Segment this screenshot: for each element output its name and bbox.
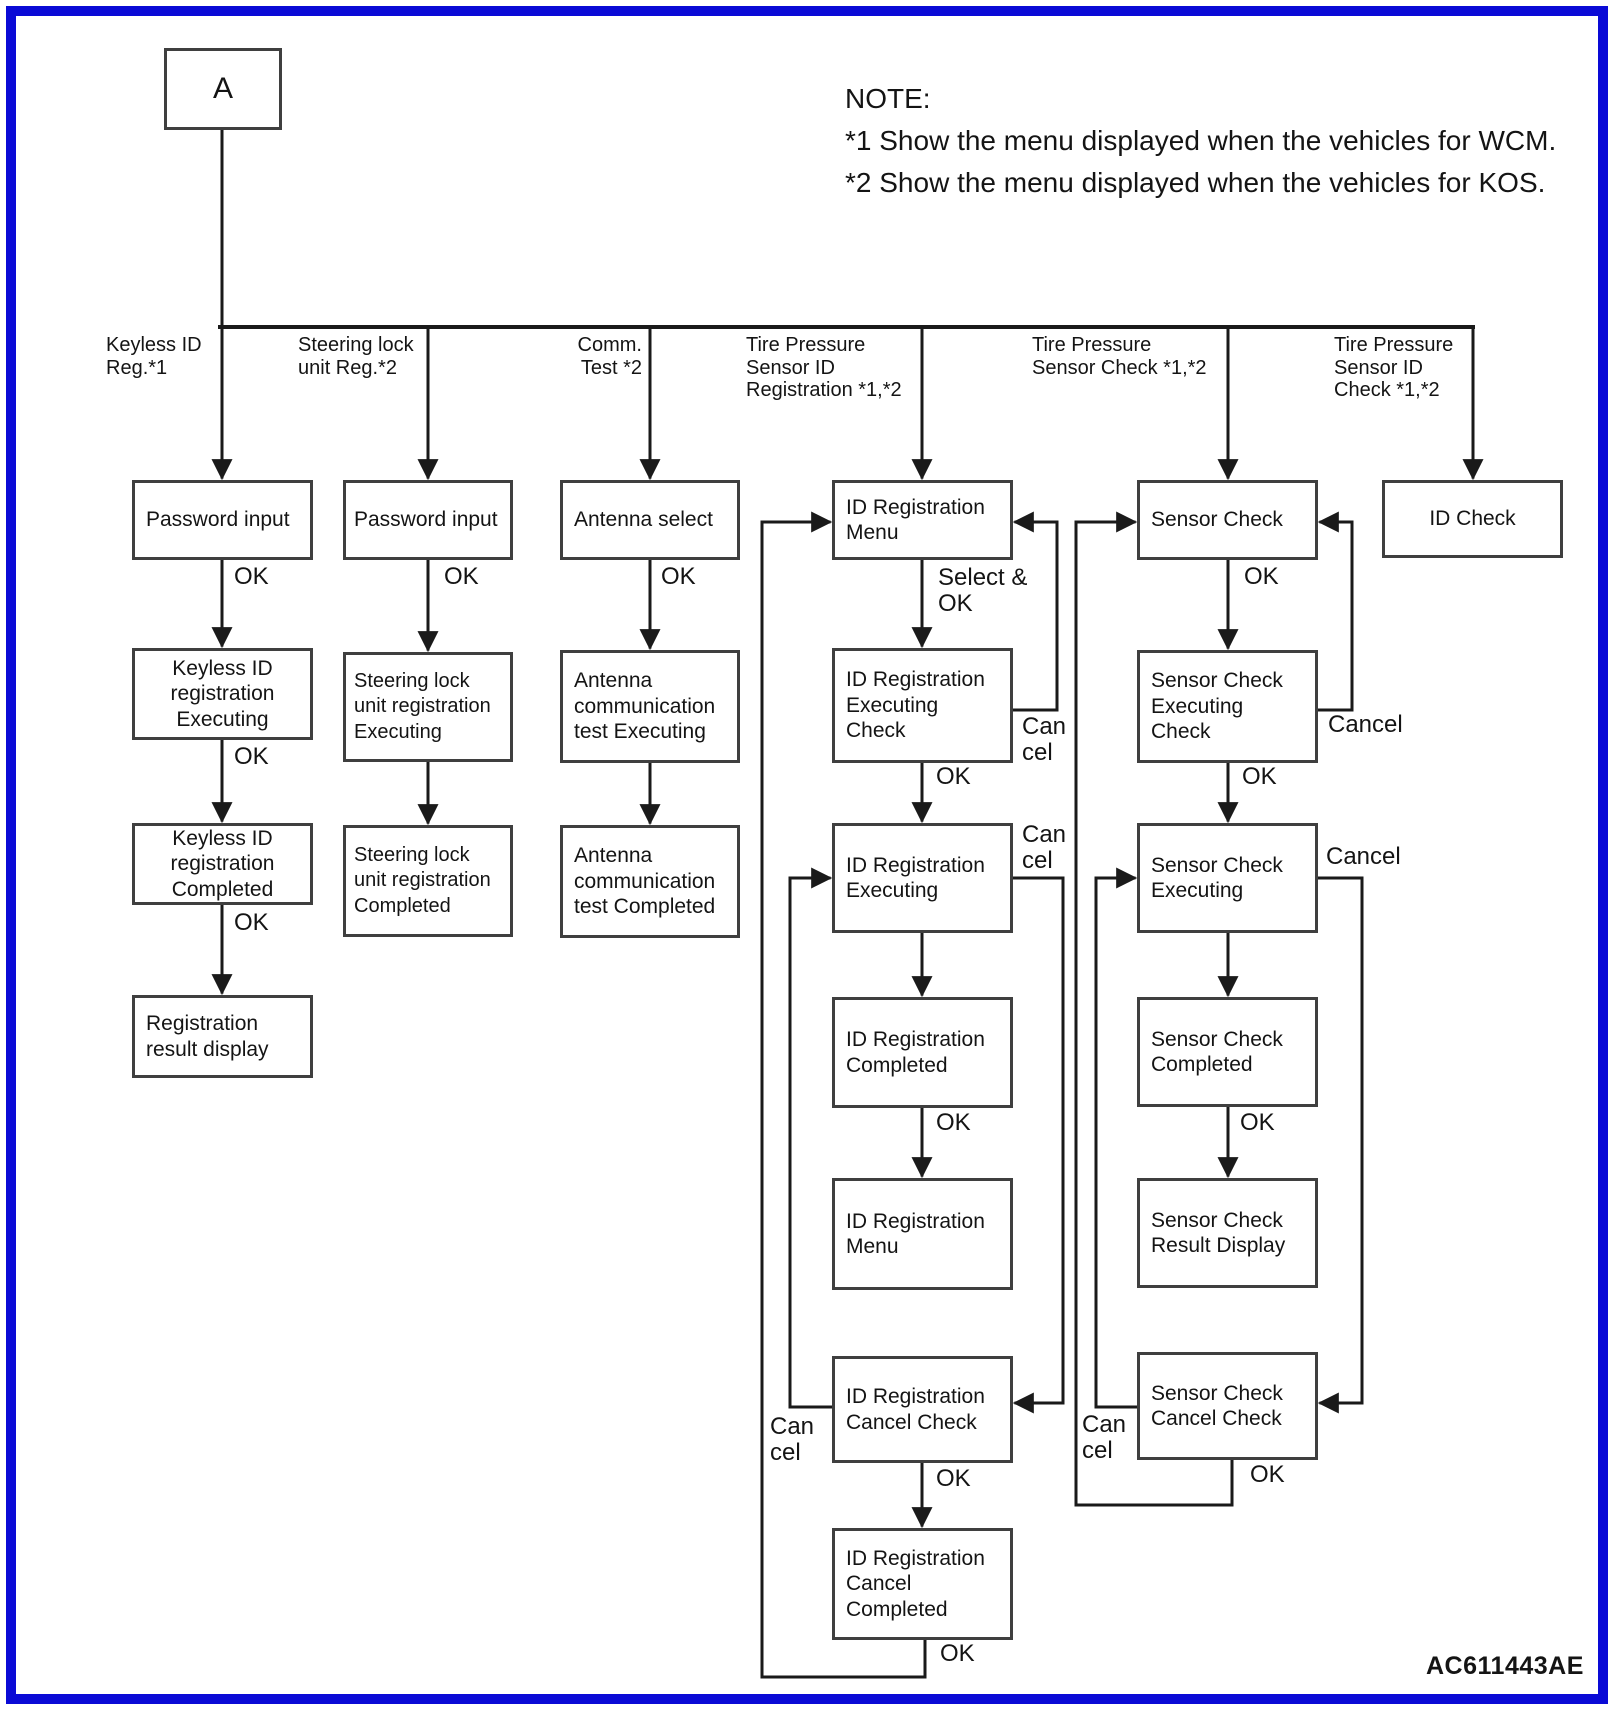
edge-label-ok-c3: OK (661, 563, 696, 590)
loop-c4-executing-cancel-to-cancelcheck (1011, 876, 1065, 1414)
loop-c5-cancelcheck-ok-to-check (1074, 511, 1234, 1507)
figure-code: AC611443AE (1426, 1652, 1584, 1680)
node-id-registration-cancel-completed: ID Registration Cancel Completed (832, 1528, 1013, 1640)
edge-label-ok-c4-1: OK (936, 763, 971, 790)
branch-label-tps-id-check: Tire Pressure Sensor ID Check *1,*2 (1334, 334, 1454, 401)
edge-label-cancel-c4-executing: Can cel (1022, 821, 1067, 874)
node-id-registration-executing-check: ID Registration Executing Check (832, 648, 1013, 763)
edge-label-cancel-c5-cancelcheck: Can cel (1082, 1411, 1127, 1464)
edge-label-ok-c5-1: OK (1244, 563, 1279, 590)
node-id-registration-executing: ID Registration Executing (832, 823, 1013, 933)
node-antenna-comm-test-executing: Antenna communication test Executing (560, 650, 740, 763)
edge-label-ok-c5-3: OK (1240, 1109, 1275, 1136)
node-sensor-check-cancel-check: Sensor Check Cancel Check (1137, 1352, 1318, 1460)
edge-label-ok-c5-2: OK (1242, 763, 1277, 790)
edge-label-ok-c1-2: OK (234, 743, 269, 770)
node-id-check: ID Check (1382, 480, 1563, 558)
node-keyless-password-input: Password input (132, 480, 313, 560)
edge-label-cancel-c5-execcheck: Cancel (1328, 711, 1403, 738)
page-border-frame (6, 6, 1608, 1704)
edge-label-cancel-c4-execcheck: Can cel (1022, 713, 1067, 766)
edge-label-cancel-c5-executing: Cancel (1326, 843, 1401, 870)
node-steering-password-input: Password input (343, 480, 513, 560)
edge-label-ok-c4-3: OK (936, 1465, 971, 1492)
loop-c4-execcheck-cancel-to-menu (1011, 511, 1059, 712)
node-sensor-check-result-display: Sensor Check Result Display (1137, 1178, 1318, 1288)
node-steering-registration-completed: Steering lock unit registration Complete… (343, 825, 513, 937)
node-id-registration-menu-1: ID Registration Menu (832, 480, 1013, 560)
node-steering-registration-executing: Steering lock unit registration Executin… (343, 652, 513, 762)
edges (211, 129, 1484, 1679)
edge-label-ok-c4-4: OK (940, 1640, 975, 1667)
node-keyless-registration-executing: Keyless ID registration Executing (132, 648, 313, 740)
branch-label-steering-lock-reg: Steering lock unit Reg.*2 (298, 334, 414, 379)
loop-c5-execcheck-cancel-to-check (1316, 511, 1354, 712)
note-title: NOTE: (845, 83, 931, 114)
node-antenna-comm-test-completed: Antenna communication test Completed (560, 825, 740, 938)
loop-c4-cancelcheck-cancel-to-executing (788, 867, 834, 1409)
note-line-wcm: *1 Show the menu displayed when the vehi… (845, 125, 1557, 156)
branch-label-keyless-id-reg: Keyless ID Reg.*1 (106, 334, 202, 379)
node-registration-result-display: Registration result display (132, 995, 313, 1078)
loop-c4-cancelcompleted-ok-to-menu (760, 511, 927, 1679)
note-block: NOTE: *1 Show the menu displayed when th… (845, 78, 1556, 204)
node-antenna-select: Antenna select (560, 480, 740, 560)
node-sensor-check-executing: Sensor Check Executing (1137, 823, 1318, 933)
node-connector-a: A (164, 48, 282, 130)
node-id-registration-menu-2: ID Registration Menu (832, 1178, 1013, 1290)
node-id-registration-completed: ID Registration Completed (832, 997, 1013, 1108)
branch-label-comm-test: Comm. Test *2 (577, 334, 642, 379)
node-keyless-registration-completed: Keyless ID registration Completed (132, 823, 313, 905)
edge-label-ok-c2: OK (444, 563, 479, 590)
node-id-registration-cancel-check: ID Registration Cancel Check (832, 1356, 1013, 1463)
edge-label-ok-c1-1: OK (234, 563, 269, 590)
edge-label-cancel-c4-cancelcheck: Can cel (770, 1413, 815, 1466)
loop-c5-cancelcheck-cancel-to-executing (1094, 867, 1139, 1409)
loop-c5-executing-cancel-to-cancelcheck (1316, 876, 1364, 1414)
node-sensor-check-executing-check: Sensor Check Executing Check (1137, 650, 1318, 763)
note-line-kos: *2 Show the menu displayed when the vehi… (845, 167, 1546, 198)
branch-label-tps-id-registration: Tire Pressure Sensor ID Registration *1,… (746, 334, 902, 401)
edge-label-ok-c4-2: OK (936, 1109, 971, 1136)
node-sensor-check: Sensor Check (1137, 480, 1318, 560)
edge-label-ok-c1-3: OK (234, 909, 269, 936)
edge-label-ok-c5-4: OK (1250, 1461, 1285, 1488)
node-sensor-check-completed: Sensor Check Completed (1137, 997, 1318, 1107)
branch-label-tps-sensor-check: Tire Pressure Sensor Check *1,*2 (1032, 334, 1207, 379)
edge-label-select-and-ok: Select & OK (938, 564, 1028, 617)
